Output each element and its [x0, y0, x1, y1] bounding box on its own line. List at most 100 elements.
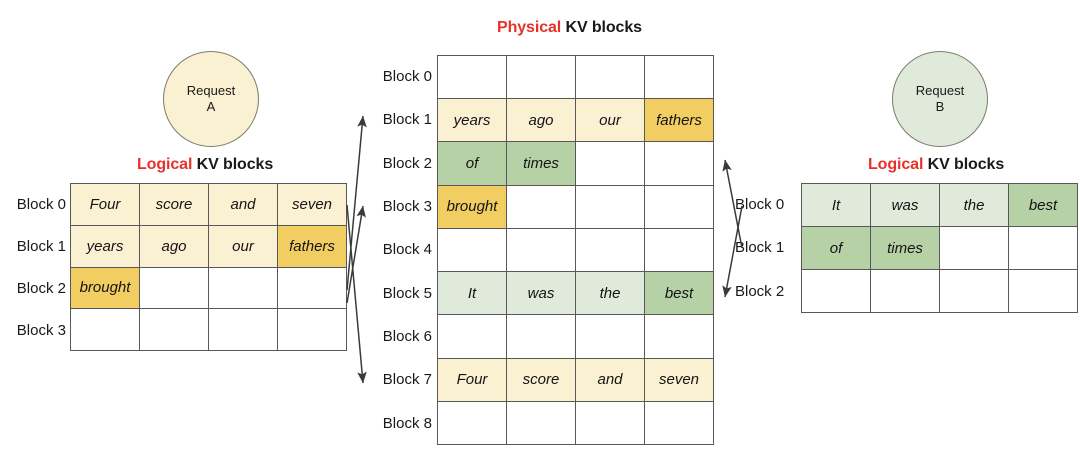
request-a-label-line1: Request — [186, 82, 236, 98]
physical-block-cell-r3-c1 — [507, 185, 576, 229]
physical-block-cell-r4-c0 — [438, 228, 507, 273]
request-a-block-cell-r0-c1: score — [140, 184, 209, 226]
request-a-block-cell-r2-c3 — [278, 267, 347, 310]
physical-kv-title: Physical KV blocks — [497, 19, 642, 37]
request-b-block-cell-r2-c1 — [871, 270, 940, 313]
request-b-kv-title-accent: Logical — [868, 156, 924, 173]
request-a-block-cell-r1-c0: years — [71, 225, 140, 268]
request-a-block-row-label-3: Block 3 — [16, 321, 66, 339]
request-a-block-cell-r0-c2: and — [209, 184, 278, 226]
physical-block-cell-r2-c1: times — [507, 142, 576, 186]
physical-block-cell-r8-c3 — [645, 401, 714, 445]
physical-block-row-label-5: Block 5 — [382, 284, 432, 302]
physical-block-cell-r5-c1: was — [507, 272, 576, 316]
physical-block-cell-r1-c1: ago — [507, 99, 576, 143]
physical-block-cell-r6-c0 — [438, 315, 507, 359]
request-a-block-cell-r1-c1: ago — [140, 225, 209, 268]
request-b-block-cell-r0-c2: the — [940, 184, 1009, 227]
request-a-block-cell-r1-c2: our — [209, 225, 278, 268]
request-a-kv-title: Logical KV blocks — [137, 156, 273, 174]
request-b-block-cell-r0-c0: It — [802, 184, 871, 227]
request-b-block-cell-r1-c3 — [1009, 227, 1078, 270]
physical-block-cell-r2-c2 — [576, 142, 645, 186]
physical-block-row-label-7: Block 7 — [382, 371, 432, 389]
physical-block-row-label-1: Block 1 — [382, 111, 432, 129]
physical-block-cell-r7-c1: score — [507, 358, 576, 402]
request-b-block-cell-r1-c1: times — [871, 227, 940, 270]
physical-block-cell-r4-c1 — [507, 228, 576, 273]
physical-block-cell-r7-c0: Four — [438, 358, 507, 402]
request-b-kv-title: Logical KV blocks — [868, 156, 1004, 174]
request-a-block-cell-r1-c3: fathers — [278, 225, 347, 268]
request-a-label-line2: A — [206, 99, 216, 114]
request-a-block-row-label-1: Block 1 — [16, 237, 66, 255]
request-b-row-label-column: Block 0 Block 1 Block 2 — [735, 183, 797, 313]
physical-block-cell-r2-c0: of — [438, 142, 507, 186]
request-b-block-row-label-1: Block 1 — [735, 239, 785, 257]
physical-block-cell-r1-c3: fathers — [645, 99, 714, 143]
physical-block-cell-r7-c3: seven — [645, 358, 714, 402]
physical-kv-title-accent: Physical — [497, 19, 562, 36]
request-a-block-cell-r3-c2 — [209, 309, 278, 351]
request-a-block-cell-r2-c0: brought — [71, 267, 140, 310]
request-b-block-cell-r2-c2 — [940, 270, 1009, 313]
physical-block-cell-r1-c2: our — [576, 99, 645, 143]
physical-block-cell-r2-c3 — [645, 142, 714, 186]
physical-block-cell-r3-c0: brought — [438, 185, 507, 229]
request-a-block-row-label-2: Block 2 — [16, 279, 66, 297]
request-a-block-cell-r0-c3: seven — [278, 184, 347, 226]
physical-block-cell-r4-c2 — [576, 228, 645, 273]
request-a-block-cell-r3-c0 — [71, 309, 140, 351]
request-b-block-cell-r0-c3: best — [1009, 184, 1078, 227]
physical-block-cell-r7-c2: and — [576, 358, 645, 402]
physical-block-cell-r5-c0: It — [438, 272, 507, 316]
request-b-label-line1: Request — [915, 82, 965, 98]
request-b-block-cell-r2-c3 — [1009, 270, 1078, 313]
physical-block-row-label-6: Block 6 — [382, 328, 432, 346]
request-b-block-cell-r2-c0 — [802, 270, 871, 313]
physical-block-cell-r0-c2 — [576, 56, 645, 100]
physical-block-cell-r6-c1 — [507, 315, 576, 359]
physical-block-cell-r1-c0: years — [438, 99, 507, 143]
physical-block-cell-r8-c0 — [438, 401, 507, 445]
physical-block-cell-r0-c3 — [645, 56, 714, 100]
request-b-label-line2: B — [935, 99, 945, 114]
request-a-block-cell-r3-c1 — [140, 309, 209, 351]
physical-block-cell-r0-c1 — [507, 56, 576, 100]
request-b-kv-title-plain: KV blocks — [923, 156, 1005, 173]
request-b-block-row-label-0: Block 0 — [735, 196, 785, 214]
request-a-kv-title-plain: KV blocks — [192, 156, 274, 173]
request-b-block-cell-r1-c2 — [940, 227, 1009, 270]
physical-kv-title-plain: KV blocks — [561, 19, 642, 36]
physical-block-row-label-2: Block 2 — [382, 154, 432, 172]
arrow-a-block0-to-physical-block7 — [346, 204, 367, 384]
physical-block-row-label-3: Block 3 — [382, 198, 432, 216]
physical-block-cell-r0-c0 — [438, 56, 507, 100]
physical-block-cell-r6-c2 — [576, 315, 645, 359]
physical-block-cell-r5-c3: best — [645, 272, 714, 316]
arrow-a-block2-to-physical-block3 — [346, 205, 366, 304]
physical-block-row-label-8: Block 8 — [382, 414, 432, 432]
request-b-circle: Request B — [892, 51, 988, 147]
arrow-a-block1-to-physical-block1 — [346, 115, 367, 291]
physical-block-row-label-4: Block 4 — [382, 241, 432, 259]
physical-block-cell-r3-c3 — [645, 185, 714, 229]
request-b-block-cell-r1-c0: of — [802, 227, 871, 270]
physical-block-cell-r3-c2 — [576, 185, 645, 229]
request-b-block-row-label-2: Block 2 — [735, 282, 785, 300]
physical-block-row-label-0: Block 0 — [382, 68, 432, 86]
request-a-block-cell-r0-c0: Four — [71, 184, 140, 226]
request-a-block-cell-r3-c3 — [278, 309, 347, 351]
request-a-kv-title-accent: Logical — [137, 156, 193, 173]
request-a-circle: Request A — [163, 51, 259, 147]
physical-block-cell-r5-c2: the — [576, 272, 645, 316]
physical-row-label-column: Block 0 Block 1 Block 2 Block 3 Block 4 Block… — [370, 55, 432, 445]
physical-block-cell-r8-c2 — [576, 401, 645, 445]
request-a-block-cell-r2-c1 — [140, 267, 209, 310]
request-a-block-cell-r2-c2 — [209, 267, 278, 310]
